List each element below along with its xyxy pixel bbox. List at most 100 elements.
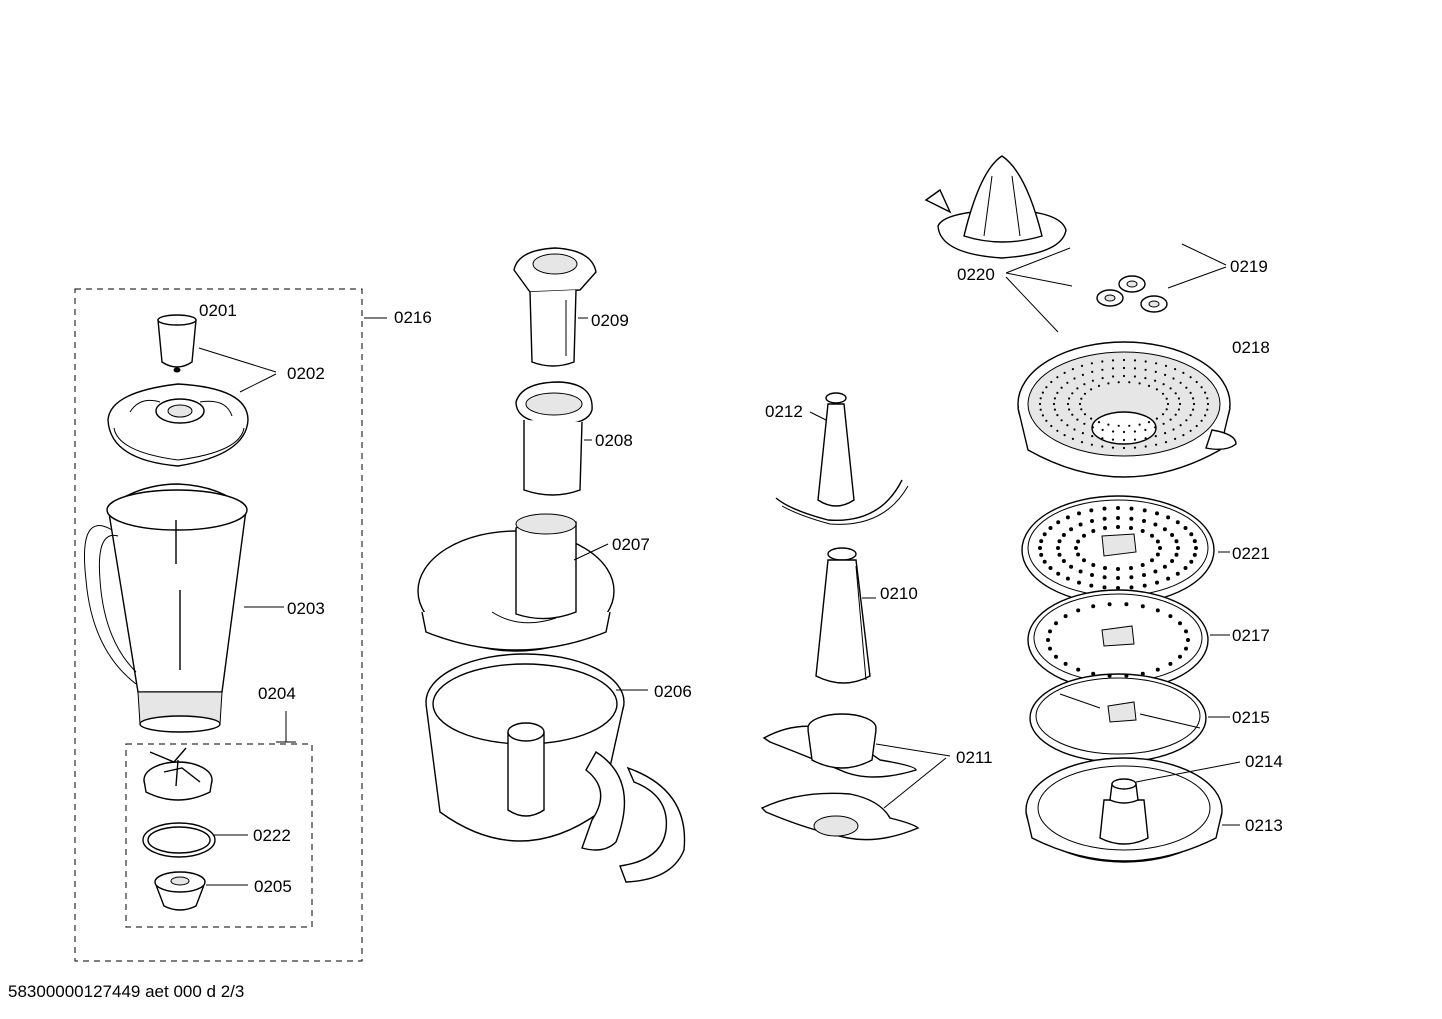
label-0219: 0219 [1230, 257, 1268, 276]
perforation-hole [1174, 392, 1177, 395]
perforation-hole [1082, 558, 1086, 563]
perforation-hole [1111, 367, 1115, 370]
perforation-hole [1178, 654, 1182, 659]
perforation-hole [1155, 580, 1159, 585]
perforation-hole [1039, 552, 1044, 557]
perforation-hole [1189, 391, 1192, 394]
assembly-0216-dashed-box [74, 288, 363, 962]
label-0211: 0211 [956, 748, 993, 767]
perforation-hole [1045, 419, 1048, 422]
perforation-hole [1080, 397, 1083, 400]
perforation-hole [1090, 443, 1093, 446]
part-0202-lid [107, 383, 249, 467]
perforation-hole [1102, 516, 1107, 521]
perforation-hole [1091, 604, 1096, 609]
perforation-hole [1161, 392, 1165, 395]
disc-0217-holes [1046, 602, 1190, 678]
perforation-hole [1164, 373, 1167, 376]
perforation-hole [1091, 435, 1094, 438]
perforation-hole [1116, 506, 1120, 510]
perforation-hole [1080, 408, 1083, 411]
label-0215: 0215 [1232, 708, 1270, 727]
perforation-hole [1045, 386, 1048, 389]
perforation-hole [1162, 527, 1167, 532]
perforation-hole [1117, 381, 1120, 384]
perforation-hole [1195, 380, 1198, 384]
perforation-hole [1063, 661, 1068, 666]
perforation-hole [1164, 364, 1168, 367]
perforation-hole [1063, 434, 1066, 437]
perforation-hole [1081, 373, 1084, 376]
perforation-hole [1057, 539, 1062, 544]
perforation-hole [1185, 419, 1188, 422]
perforation-hole [1038, 402, 1042, 406]
perforation-hole [1111, 359, 1115, 362]
perforation-hole [1069, 527, 1074, 532]
perforation-hole [1101, 368, 1104, 371]
part-0207-bowl-lid [417, 513, 615, 652]
perforation-hole [1056, 546, 1060, 550]
perforation-hole [1068, 408, 1071, 411]
perforation-hole [1140, 604, 1145, 609]
perforation-hole [1122, 374, 1126, 378]
perforation-hole [1076, 608, 1081, 613]
perforation-hole [1063, 371, 1066, 374]
perforation-hole [1050, 380, 1053, 384]
perforation-hole [1089, 583, 1094, 588]
perforation-hole [1140, 529, 1145, 533]
perforation-hole [1056, 571, 1061, 576]
perforation-hole [1183, 526, 1188, 530]
part-0204-blade-unit [143, 747, 213, 801]
label-0221: 0221 [1232, 544, 1270, 563]
perforation-hole [1117, 424, 1120, 427]
perforation-hole [1039, 397, 1042, 400]
perforation-hole [1076, 539, 1081, 544]
perforation-hole [1082, 533, 1086, 538]
perforation-hole [1166, 402, 1170, 406]
perforation-hole [1175, 571, 1180, 576]
perforation-hole [1101, 428, 1104, 431]
perforation-hole [1142, 583, 1147, 588]
label-0202: 0202 [287, 364, 325, 383]
part-0211-blades [760, 713, 920, 841]
perforation-hole [1129, 575, 1134, 580]
perforation-hole [1195, 424, 1198, 428]
perforation-hole [1155, 362, 1158, 365]
perforation-hole [1116, 576, 1120, 580]
perforation-hole [1054, 621, 1058, 626]
perforation-hole [1090, 417, 1093, 420]
perforation-hole [1078, 569, 1083, 574]
perforation-hole [1164, 441, 1168, 444]
perforation-hole [1154, 379, 1157, 382]
label-0217: 0217 [1232, 626, 1270, 645]
part-0203-blender-jug [83, 483, 248, 733]
perforation-hole [1122, 366, 1126, 370]
processor-group [417, 247, 686, 883]
label-0201: 0201 [199, 301, 237, 320]
perforation-hole [1038, 546, 1042, 550]
perforation-hole [1192, 539, 1197, 544]
perforation-hole [1056, 391, 1059, 394]
perforation-hole [1091, 370, 1094, 373]
perforation-hole [1174, 552, 1179, 557]
perforation-hole [1066, 424, 1069, 427]
perforation-hole [1155, 552, 1160, 557]
perforation-hole [1102, 585, 1107, 590]
perforation-hole [1048, 526, 1053, 530]
perforation-hole [1041, 391, 1044, 394]
perforation-hole [1204, 391, 1207, 394]
perforation-hole [1129, 526, 1133, 530]
part-0215-slicing-disc [1029, 673, 1207, 763]
perforation-hole [1144, 360, 1147, 363]
perforation-hole [1172, 377, 1175, 380]
perforation-hole [1041, 414, 1044, 417]
perforation-hole [1091, 379, 1094, 382]
perforation-hole [1144, 368, 1147, 371]
part-0218-sieve-bowl [1017, 341, 1237, 478]
perforation-hole [1097, 421, 1101, 424]
perforation-hole [1060, 419, 1063, 422]
perforation-hole [1091, 671, 1096, 676]
perforation-hole [1129, 506, 1134, 511]
perforation-hole [1133, 375, 1136, 378]
